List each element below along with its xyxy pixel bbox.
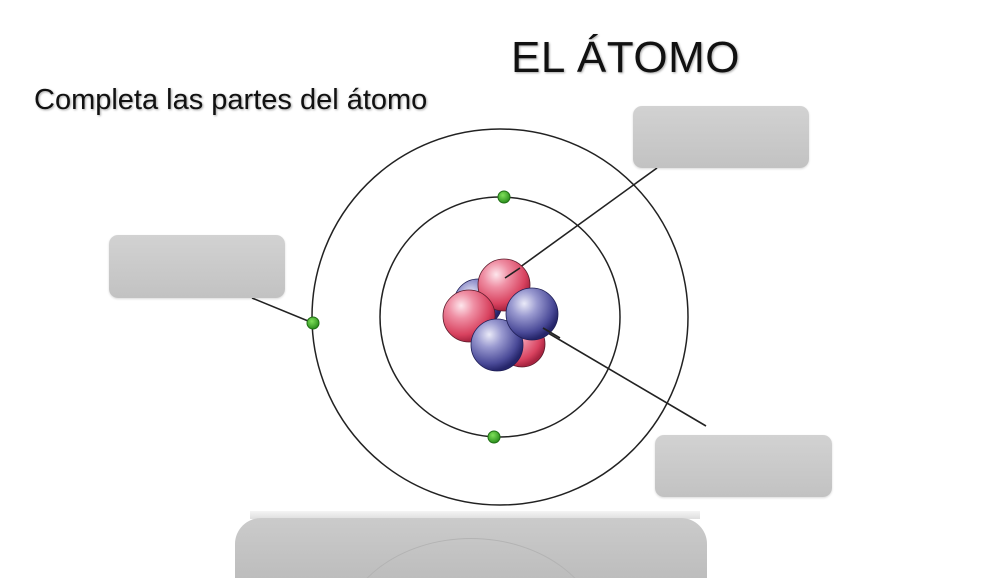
reflection-orbit-arc (340, 538, 602, 578)
electron-icon (487, 430, 501, 444)
neutron-right (505, 287, 559, 341)
diagram-reflection (235, 518, 707, 578)
leader-line-top (504, 167, 658, 279)
instruction-text: Completa las partes del átomo (34, 84, 428, 116)
electron-icon (306, 316, 320, 330)
label-box-left[interactable] (109, 235, 285, 298)
leader-line-right-inner (542, 327, 561, 339)
label-box-top[interactable] (633, 106, 809, 168)
leader-line-left (251, 297, 314, 324)
atom-diagram (251, 128, 707, 506)
electrons (306, 190, 511, 444)
leader-line-right (542, 329, 707, 427)
inner-orbit (379, 196, 621, 438)
leader-lines (251, 167, 707, 427)
nucleus (442, 258, 559, 372)
page-title: EL ÁTOMO (511, 33, 740, 82)
electron-icon (497, 190, 511, 204)
neutron-bottom (470, 318, 524, 372)
label-box-right[interactable] (655, 435, 832, 497)
leader-line-top-inner (504, 267, 521, 279)
reflection-strip (250, 511, 700, 519)
